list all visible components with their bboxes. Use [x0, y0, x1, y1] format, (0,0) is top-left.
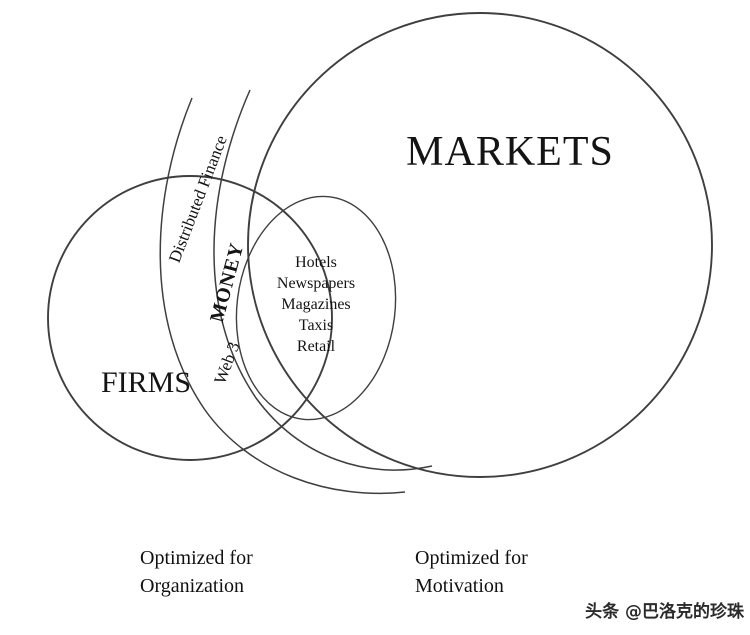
caption-right-line1: Optimized for [415, 547, 528, 569]
overlap-item-magazines: Magazines [281, 296, 350, 313]
caption-left-line2: Organization [140, 575, 244, 597]
firms-label: FIRMS [101, 366, 191, 399]
caption-right-line2: Motivation [415, 575, 504, 597]
firms-circle [47, 175, 333, 461]
band-outer-curve [159, 97, 406, 495]
overlap-item-taxis: Taxis [299, 317, 333, 334]
money-label: MONEY [206, 240, 248, 325]
caption-left-line1: Optimized for [140, 547, 253, 569]
watermark-text: 头条 @巴洛克的珍珠 [585, 601, 745, 622]
band-inner-curve [213, 89, 433, 471]
web3-label: Web 3 [210, 339, 243, 386]
distributed-finance-label: Distributed Finance [165, 133, 231, 265]
overlap-item-hotels: Hotels [295, 254, 337, 271]
overlap-item-newspapers: Newspapers [277, 275, 355, 292]
markets-label: MARKETS [406, 129, 614, 175]
overlap-item-retail: Retail [297, 338, 336, 355]
overlap-ellipse [235, 195, 397, 421]
markets-circle [247, 12, 713, 478]
